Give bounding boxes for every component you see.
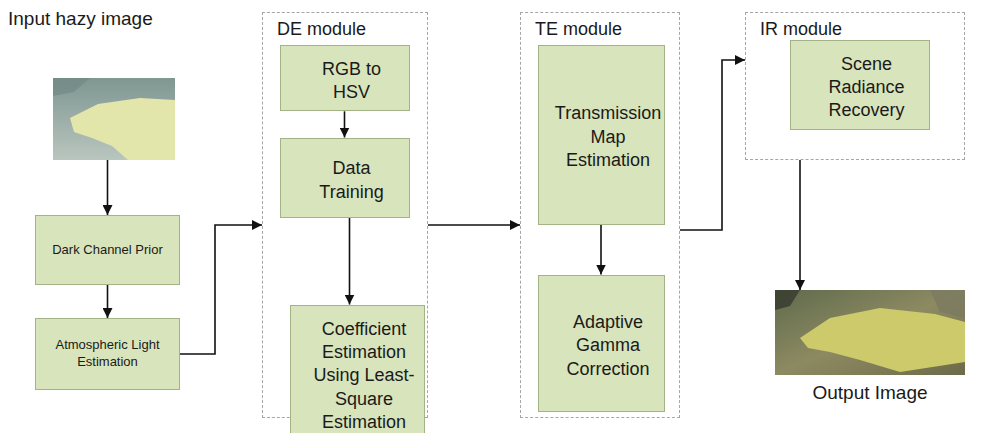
- process-box: Transmission Map Estimation: [538, 45, 665, 225]
- module-heading: TE module: [521, 13, 679, 40]
- process-box: Data Training: [280, 138, 410, 218]
- arrow-connector: [107, 160, 109, 215]
- box-label: Scene Radiance Recovery: [799, 47, 921, 123]
- process-box: RGB to HSV: [280, 45, 410, 112]
- arrow-connector: [349, 218, 351, 305]
- process-box: Scene Radiance Recovery: [790, 40, 930, 130]
- module-group: IR moduleScene Radiance Recovery: [745, 12, 965, 160]
- module-group: TE moduleTransmission Map EstimationAdap…: [520, 12, 680, 418]
- output-image-illustration: [775, 290, 965, 375]
- box-label: Coefficient Estimation Using Least-Squar…: [299, 312, 416, 433]
- process-box: Coefficient Estimation Using Least-Squar…: [290, 305, 425, 433]
- module-heading: IR module: [746, 13, 964, 40]
- image-caption: Input hazy image: [8, 8, 200, 30]
- box-label: Adaptive Gamma Correction: [547, 305, 656, 381]
- box-label: RGB to HSV: [289, 52, 401, 105]
- box-label: Dark Channel Prior: [52, 242, 163, 259]
- output-image: Output Image: [775, 290, 965, 410]
- process-box: Atmospheric Light Estimation: [35, 318, 180, 390]
- hazy-image-illustration: [53, 78, 175, 160]
- arrow-connector: [600, 225, 602, 275]
- arrow-connector: [107, 285, 109, 318]
- module-group: DE moduleRGB to HSVData TrainingCoeffici…: [262, 12, 428, 418]
- arrow-connector: [799, 160, 801, 290]
- input-image: Input hazy image: [8, 8, 200, 160]
- arrow-connector: [680, 60, 745, 230]
- arrow-connector: [344, 111, 346, 137]
- box-label: Transmission Map Estimation: [541, 96, 661, 172]
- image-caption: Output Image: [775, 382, 965, 404]
- process-box: Dark Channel Prior: [35, 215, 180, 285]
- arrow-connector: [428, 224, 520, 226]
- process-box: Adaptive Gamma Correction: [538, 275, 665, 412]
- module-heading: DE module: [263, 13, 427, 40]
- box-label: Atmospheric Light Estimation: [44, 337, 171, 371]
- box-label: Data Training: [289, 151, 401, 204]
- arrow-connector: [180, 225, 262, 354]
